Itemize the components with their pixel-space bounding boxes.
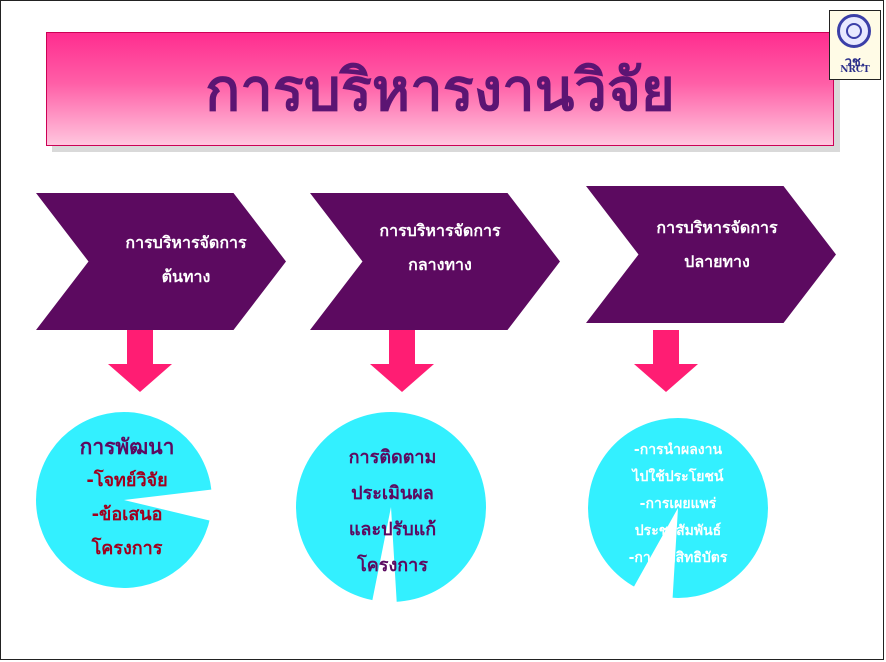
stage-midstream-label: การบริหารจัดการ กลางทาง: [345, 214, 535, 282]
stage-midstream-line2: กลางทาง: [408, 255, 472, 274]
circle-development-item: โครงการ: [91, 538, 163, 559]
circle-development-item: -ข้อเสนอ: [91, 504, 163, 525]
circle-monitoring-line: โครงการ: [357, 555, 428, 576]
circle-development-text: การพัฒนา -โจทย์วิจัย -ข้อเสนอ โครงการ: [52, 430, 202, 566]
down-arrow-icon: [634, 330, 698, 392]
stage-midstream-line1: การบริหารจัดการ: [379, 221, 501, 240]
circle-utilization-line: -การเผยแพร่: [639, 496, 717, 512]
circle-monitoring-line: และปรับแก้: [348, 519, 437, 540]
logo-text-nrct: NRCT: [840, 65, 870, 75]
circle-utilization: [588, 418, 768, 598]
stage-upstream-label: การบริหารจัดการ ต้นทาง: [86, 226, 286, 294]
stage-upstream-line2: ต้นทาง: [161, 267, 211, 286]
emblem-icon: [837, 14, 871, 48]
stage-downstream-line1: การบริหารจัดการ: [656, 218, 778, 237]
circle-utilization-line: ประชาสัมพันธ์: [634, 523, 722, 539]
nrct-logo: วช. NRCT: [829, 10, 881, 80]
title-banner: การบริหารงานวิจัย: [46, 32, 834, 146]
circle-utilization-line: -การนำผลงาน: [633, 442, 723, 458]
slide-title: การบริหารงานวิจัย: [205, 55, 675, 124]
circle-monitoring-line: ประเมินผล: [351, 483, 434, 504]
logo-text-thai: วช.: [844, 55, 866, 70]
down-arrow-icon: [108, 330, 172, 392]
circle-utilization-line: -การจดสิทธิบัตร: [628, 550, 728, 566]
stage-upstream-line1: การบริหารจัดการ: [125, 233, 247, 252]
circle-utilization-text: -การนำผลงาน ไปใช้ประโยชน์ -การเผยแพร่ ปร…: [603, 437, 753, 572]
circle-monitoring-text: การติดตาม ประเมินผล และปรับแก้ โครงการ: [320, 440, 465, 584]
circle-utilization-line: ไปใช้ประโยชน์: [632, 469, 724, 485]
circle-monitoring-line: การติดตาม: [348, 447, 437, 468]
stage-downstream-line2: ปลายทาง: [684, 252, 750, 271]
circle-development-heading: การพัฒนา: [79, 435, 175, 459]
stage-downstream-label: การบริหารจัดการ ปลายทาง: [622, 211, 812, 279]
circle-development-item: -โจทย์วิจัย: [86, 470, 168, 491]
down-arrow-icon: [370, 330, 434, 392]
